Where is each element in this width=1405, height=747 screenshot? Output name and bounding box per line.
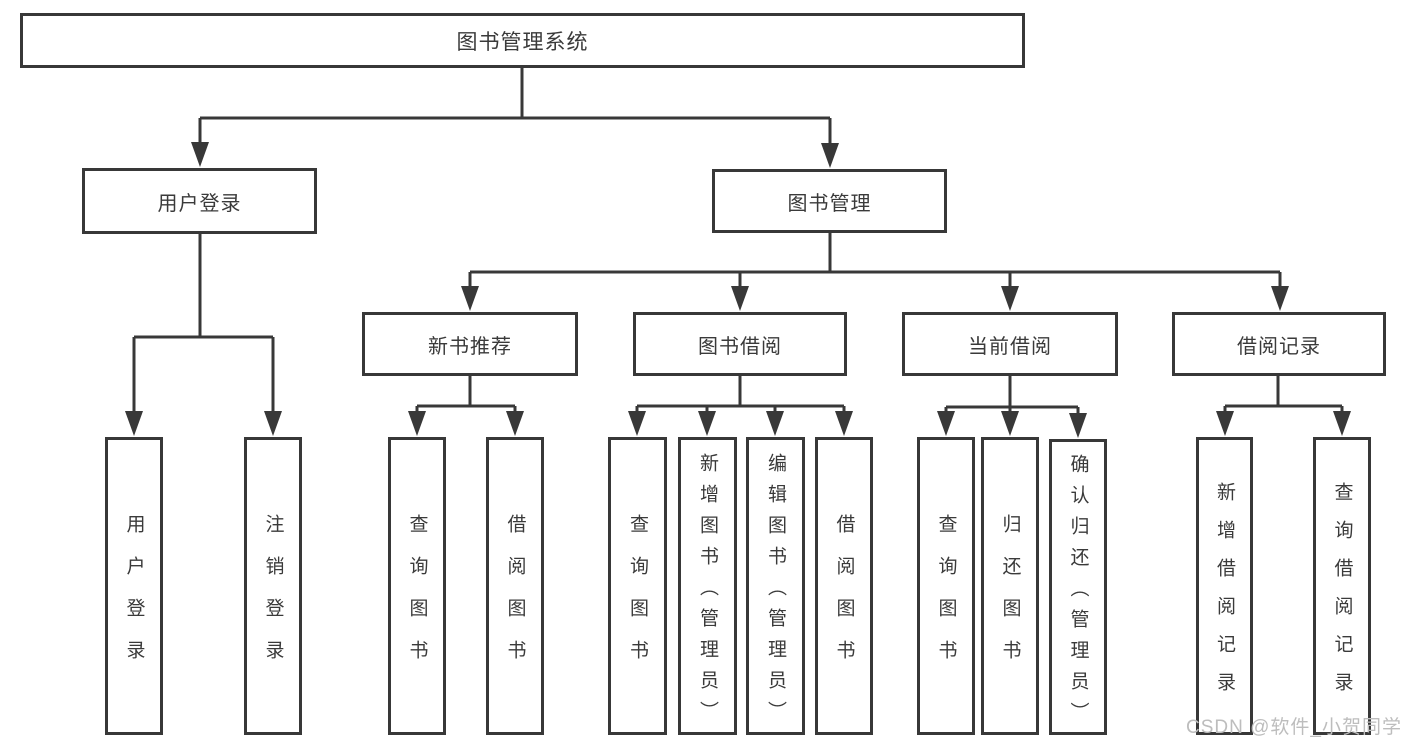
node-label: 借阅记录 (1237, 335, 1321, 358)
connector-borrow-to-leaves (635, 375, 846, 414)
node-label: 查询借阅记录 (1331, 481, 1353, 710)
node-label: 归还图书 (999, 513, 1021, 682)
leaf-newbook-query-books: 查询图书 (388, 437, 446, 735)
leaf-user-login: 用户登录 (105, 437, 163, 735)
leaf-current-return-books: 归还图书 (981, 437, 1039, 735)
leaf-records-add-record: 新增借阅记录 (1196, 437, 1253, 735)
node-current-borrow: 当前借阅 (902, 312, 1118, 376)
leaf-borrow-add-book-admin: 新增图书（管理员） (678, 437, 737, 735)
node-label: 查询图书 (406, 513, 428, 682)
leaf-logout: 注销登录 (244, 437, 302, 735)
arrowheads-newbook-to-leaves (408, 411, 524, 436)
node-label: 新增借阅记录 (1214, 481, 1235, 710)
node-borrow-records: 借阅记录 (1172, 312, 1386, 376)
leaf-borrow-borrow-books: 借阅图书 (815, 437, 873, 735)
leaf-borrow-edit-book-admin: 编辑图书（管理员） (746, 437, 805, 735)
leaf-current-confirm-return-admin: 确认归还（管理员） (1049, 439, 1107, 735)
connector-root-to-level2 (198, 68, 832, 145)
leaf-records-query-record: 查询借阅记录 (1313, 437, 1371, 735)
connector-records-to-leaves (1223, 376, 1344, 414)
connector-newbook-to-leaves (415, 376, 517, 414)
leaf-borrow-query-books: 查询图书 (608, 437, 667, 735)
csdn-watermark: CSDN @软件_小贺同学 (1186, 717, 1402, 738)
node-user-login: 用户登录 (82, 168, 317, 234)
leaf-newbook-borrow-books: 借阅图书 (486, 437, 544, 735)
arrowheads-borrow-to-leaves (628, 411, 853, 436)
node-label: 图书借阅 (698, 335, 782, 358)
connector-mgmt-to-level3 (468, 233, 1282, 289)
node-label: 编辑图书（管理员） (765, 452, 786, 732)
connector-login-to-leaves (132, 234, 275, 413)
node-label: 新书推荐 (428, 335, 512, 358)
node-label: 新增图书（管理员） (697, 452, 718, 732)
node-label: 查询图书 (627, 513, 648, 682)
node-label: 用户登录 (157, 192, 242, 215)
node-label: 注销登录 (262, 513, 284, 682)
node-book-management: 图书管理 (712, 169, 947, 233)
leaf-current-query-books: 查询图书 (917, 437, 975, 735)
connector-current-to-leaves (944, 376, 1080, 416)
node-label: 查询图书 (935, 513, 957, 682)
node-label: 当前借阅 (968, 335, 1052, 358)
node-library-management-system: 图书管理系统 (20, 13, 1025, 68)
node-label: 用户登录 (123, 513, 145, 682)
arrowheads-login-to-leaves (125, 411, 282, 436)
arrowheads-records-to-leaves (1216, 411, 1351, 436)
arrowheads-mgmt-to-level3 (461, 286, 1289, 311)
node-label: 确认归还（管理员） (1067, 454, 1089, 733)
node-new-book-recommend: 新书推荐 (362, 312, 578, 376)
node-book-borrow: 图书借阅 (633, 312, 847, 376)
node-label: 借阅图书 (504, 513, 526, 682)
arrowheads-current-to-leaves (937, 411, 1087, 438)
arrowheads-root-to-level2 (191, 142, 839, 168)
node-label: 图书管理系统 (456, 30, 589, 54)
node-label: 借阅图书 (833, 513, 855, 682)
node-label: 图书管理 (787, 192, 872, 215)
